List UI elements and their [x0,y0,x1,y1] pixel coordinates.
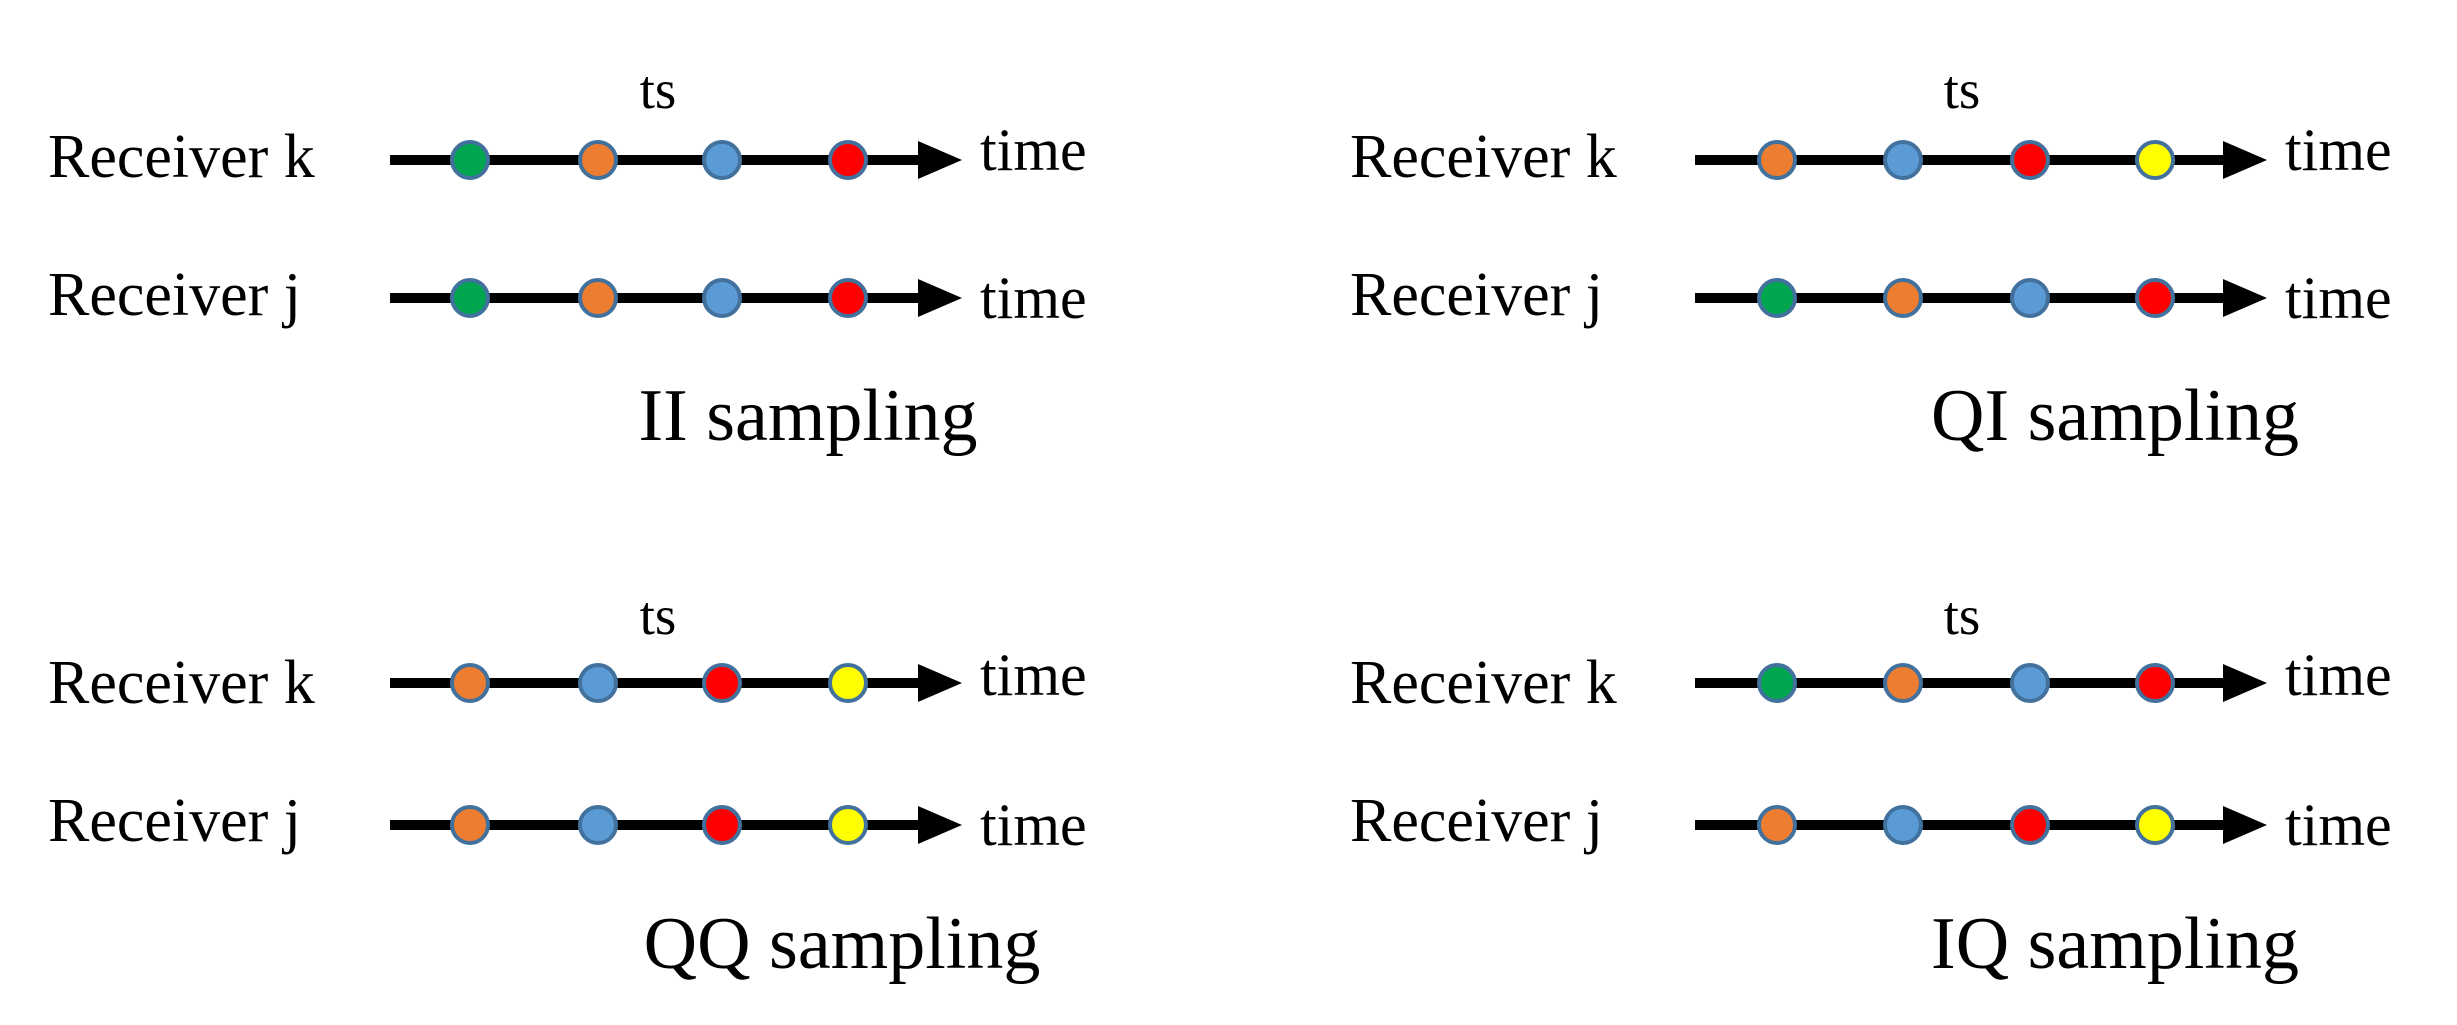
time-arrow-icon [2223,279,2267,317]
time-axis-label: time [980,792,1087,858]
sample-marker-blue [1883,140,1923,180]
receiver-k-label: Receiver k [48,649,315,717]
time-axis-label: time [2285,265,2392,331]
sample-marker-yellow [2135,140,2175,180]
sample-marker-orange [1883,278,1923,318]
sample-marker-yellow [828,663,868,703]
time-arrow-icon [2223,664,2267,702]
sample-marker-green [450,278,490,318]
timeline-row-k: Receiver k time [1350,642,2392,717]
timeline-row-k: Receiver k time [48,642,1087,717]
receiver-k-label: Receiver k [48,123,315,191]
receiver-k-label: Receiver k [1350,123,1617,191]
sample-marker-green [450,140,490,180]
sample-marker-green [1757,663,1797,703]
panel-iq-sampling: ts Receiver k time Receiver j time IQ sa… [1350,585,2392,985]
sample-marker-red [828,140,868,180]
sample-marker-yellow [828,805,868,845]
sample-marker-orange [578,278,618,318]
panel-qq-sampling: ts Receiver k time Receiver j time QQ sa… [48,585,1087,985]
ts-label: ts [640,59,677,120]
time-arrow-icon [2223,806,2267,844]
time-arrow-icon [918,279,962,317]
time-axis-label: time [2285,792,2392,858]
sample-marker-red [702,663,742,703]
timeline-row-j: Receiver j time [48,787,1087,858]
timeline-row-j: Receiver j time [1350,261,2392,331]
sample-marker-blue [578,805,618,845]
sample-markers [450,663,868,703]
time-arrow-icon [918,806,962,844]
panel-title: II sampling [638,375,977,457]
sample-markers [1757,805,2175,845]
sample-marker-blue [702,140,742,180]
timeline-row-k: Receiver k time [48,117,1087,191]
time-arrow-icon [918,141,962,179]
time-axis-label: time [2285,642,2392,708]
sample-marker-orange [1883,663,1923,703]
sample-marker-red [2135,278,2175,318]
receiver-j-label: Receiver j [1350,787,1603,855]
sample-marker-blue [2010,278,2050,318]
panel-title: IQ sampling [1931,903,2299,985]
sample-marker-blue [578,663,618,703]
sample-marker-red [2010,805,2050,845]
sample-marker-orange [1757,140,1797,180]
receiver-j-label: Receiver j [48,787,301,855]
sample-marker-red [2010,140,2050,180]
sample-markers [1757,278,2175,318]
time-axis-label: time [980,642,1087,708]
receiver-j-label: Receiver j [48,261,301,329]
sample-marker-blue [2010,663,2050,703]
receiver-k-label: Receiver k [1350,649,1617,717]
sample-markers [450,140,868,180]
sample-marker-red [828,278,868,318]
sample-marker-red [2135,663,2175,703]
sample-marker-yellow [2135,805,2175,845]
sample-markers [450,805,868,845]
sample-marker-red [702,805,742,845]
time-axis-label: time [2285,117,2392,183]
sample-marker-blue [1883,805,1923,845]
time-arrow-icon [918,664,962,702]
timeline-row-k: Receiver k time [1350,117,2392,191]
sample-marker-orange [450,805,490,845]
receiver-j-label: Receiver j [1350,261,1603,329]
time-axis-label: time [980,265,1087,331]
ts-label: ts [1944,585,1981,646]
sample-marker-green [1757,278,1797,318]
sample-markers [1757,663,2175,703]
sample-marker-orange [578,140,618,180]
sample-marker-blue [702,278,742,318]
time-arrow-icon [2223,141,2267,179]
sample-marker-orange [450,663,490,703]
sample-marker-orange [1757,805,1797,845]
panel-ii-sampling: ts Receiver k time Receiver j time II sa… [48,59,1087,457]
timeline-row-j: Receiver j time [1350,787,2392,858]
panel-title: QQ sampling [644,903,1041,985]
panel-title: QI sampling [1931,375,2299,457]
ts-label: ts [1944,59,1981,120]
ts-label: ts [640,585,677,646]
time-axis-label: time [980,117,1087,183]
timeline-row-j: Receiver j time [48,261,1087,331]
sample-markers [1757,140,2175,180]
panel-qi-sampling: ts Receiver k time Receiver j time QI sa… [1350,59,2392,457]
sample-markers [450,278,868,318]
